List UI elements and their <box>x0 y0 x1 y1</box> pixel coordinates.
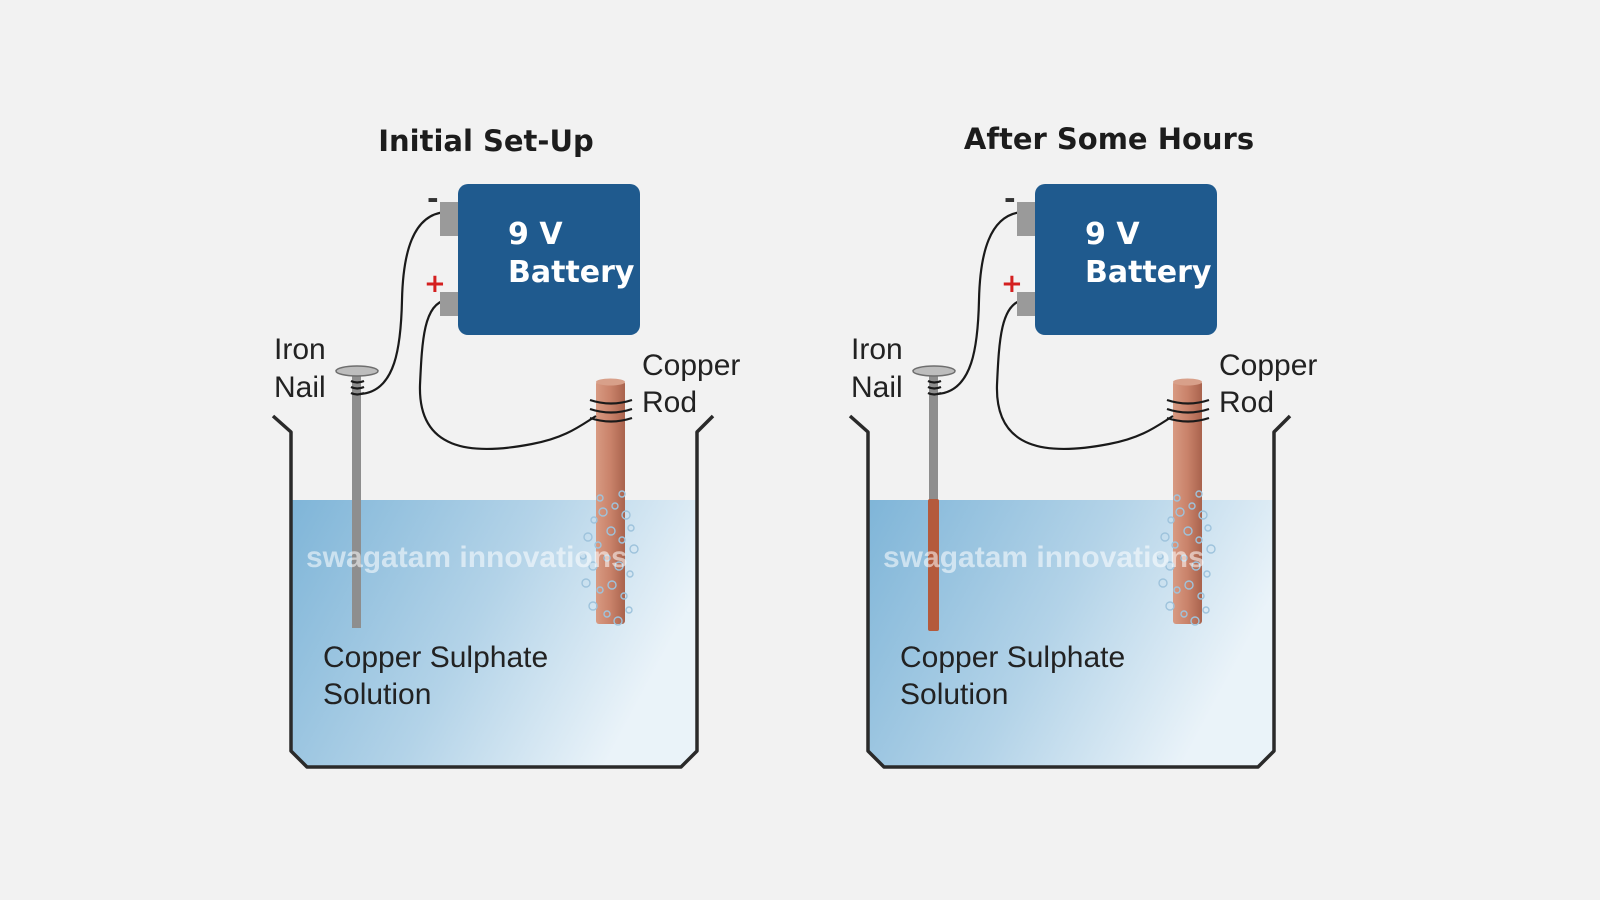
rod-coil <box>1166 398 1210 423</box>
beaker <box>271 414 715 769</box>
iron-nail-label-line1: Iron <box>851 333 903 366</box>
solution-label-line2: Solution <box>900 678 1008 711</box>
battery-voltage: 9 V <box>1085 217 1140 252</box>
copper-deposit <box>928 499 939 631</box>
beaker <box>848 414 1292 769</box>
copper-rod-label-line1: Copper <box>1219 349 1317 382</box>
iron-nail-label-line1: Iron <box>274 333 326 366</box>
copper-rod <box>1173 378 1202 624</box>
iron-nail-label-line2: Nail <box>851 371 903 404</box>
solution-label-line1: Copper Sulphate <box>323 641 548 674</box>
battery-terminal-positive <box>1017 292 1037 316</box>
copper-rod-label-line1: Copper <box>642 349 740 382</box>
panel-title: Initial Set-Up <box>378 124 594 158</box>
iron-nail <box>335 365 379 628</box>
battery: 9 V Battery - + <box>424 182 640 335</box>
panel-initial-setup: Initial Set-Up <box>271 124 740 769</box>
battery-terminal-positive <box>440 292 460 316</box>
nail-coil <box>350 379 365 396</box>
battery-terminal-negative <box>440 202 460 236</box>
minus-sign: - <box>427 182 439 215</box>
iron-nail <box>912 365 956 631</box>
nail-coil <box>927 379 942 396</box>
wire-negative <box>936 210 1024 396</box>
wire-positive <box>418 298 597 451</box>
battery-label: Battery <box>508 255 635 290</box>
battery-label: Battery <box>1085 255 1212 290</box>
minus-sign: - <box>1004 182 1016 215</box>
plus-sign: + <box>1001 269 1023 299</box>
copper-rod-label-line2: Rod <box>1219 386 1274 419</box>
wire-positive <box>995 298 1174 451</box>
battery-voltage: 9 V <box>508 217 563 252</box>
watermark: swagatam innovations <box>883 541 1205 574</box>
wire-negative <box>359 210 447 396</box>
battery-body <box>1035 184 1217 335</box>
solution-label-line1: Copper Sulphate <box>900 641 1125 674</box>
copper-sulphate-solution <box>868 500 1274 767</box>
battery-terminal-negative <box>1017 202 1037 236</box>
panel-title: After Some Hours <box>964 122 1254 156</box>
plus-sign: + <box>424 269 446 299</box>
panel-after-some-hours: After Some Hours <box>848 122 1317 769</box>
solution-label-line2: Solution <box>323 678 431 711</box>
rod-coil <box>589 398 633 423</box>
copper-rod <box>596 378 625 624</box>
gas-bubbles <box>579 490 639 626</box>
gas-bubbles <box>1156 490 1216 626</box>
copper-sulphate-solution <box>291 500 697 767</box>
watermark: swagatam innovations <box>306 541 628 574</box>
iron-nail-label-line2: Nail <box>274 371 326 404</box>
battery: 9 V Battery - + <box>1001 182 1217 335</box>
copper-rod-label-line2: Rod <box>642 386 697 419</box>
battery-body <box>458 184 640 335</box>
